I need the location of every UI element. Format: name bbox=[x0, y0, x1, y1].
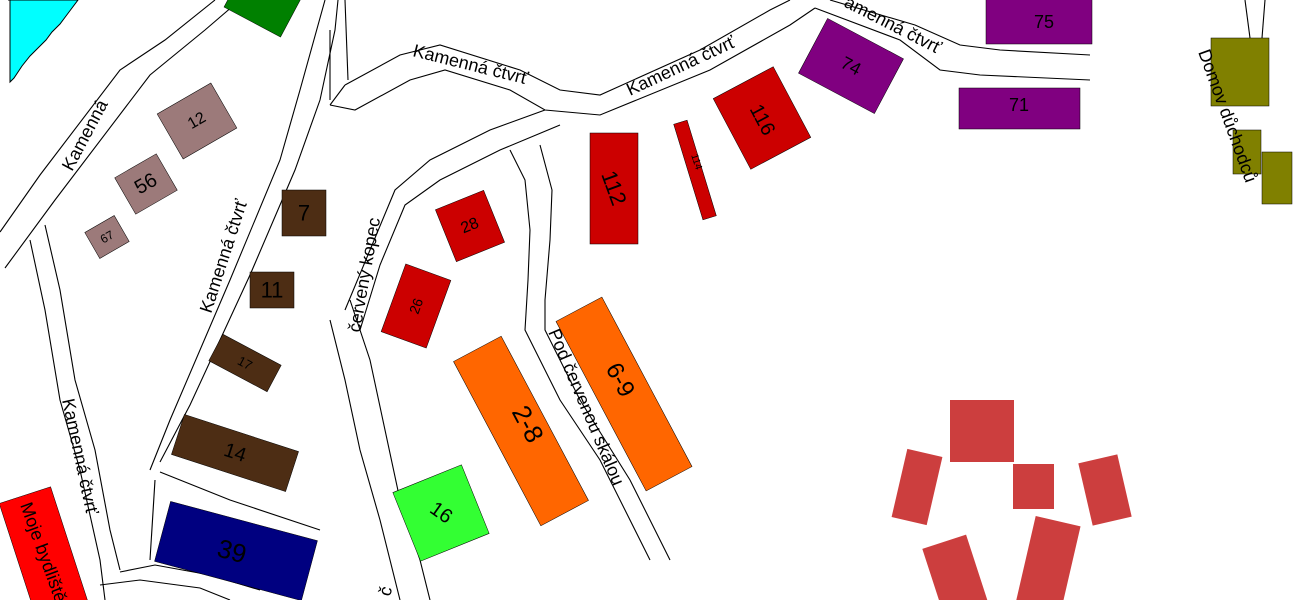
street-label-kamenna-ctvrt-top1: Kamenná čtvrť bbox=[411, 40, 530, 88]
building-28[interactable]: 28 bbox=[435, 189, 505, 263]
building-26[interactable]: 26 bbox=[380, 263, 452, 349]
building-75-label: 75 bbox=[1034, 12, 1054, 32]
building-top-green[interactable] bbox=[223, 0, 305, 38]
building-67-label: 67 bbox=[98, 227, 117, 246]
street-label-kamenna-ctvrt-bottom: Kamenná čtvrť bbox=[58, 397, 102, 517]
building-7[interactable]: 7 bbox=[281, 189, 327, 237]
building-39[interactable]: 39 bbox=[154, 501, 318, 600]
water-area bbox=[8, 0, 79, 84]
building-116[interactable]: 116 bbox=[712, 66, 812, 170]
building-71-label: 71 bbox=[1009, 95, 1029, 115]
building-14[interactable]: 14 bbox=[171, 414, 299, 492]
building-67[interactable]: 67 bbox=[84, 215, 130, 259]
building-6-9[interactable]: 6-9 bbox=[555, 296, 693, 492]
building-114-label: 114 bbox=[688, 153, 704, 172]
building-56[interactable]: 56 bbox=[114, 153, 178, 215]
building-7-label: 7 bbox=[298, 201, 310, 226]
building-16[interactable]: 16 bbox=[392, 464, 490, 562]
building-11-label: 11 bbox=[261, 278, 284, 303]
building-11[interactable]: 11 bbox=[249, 271, 295, 309]
building-12-label: 12 bbox=[185, 109, 209, 133]
building-114[interactable]: 114 bbox=[673, 119, 717, 221]
building-75[interactable]: 75 bbox=[985, 0, 1093, 45]
building-28-label: 28 bbox=[459, 215, 482, 237]
building-17-label: 17 bbox=[235, 353, 255, 373]
building-moje-bydliste[interactable]: Moje bydliště bbox=[0, 486, 92, 600]
building-17[interactable]: 17 bbox=[208, 333, 282, 393]
building-12[interactable]: 12 bbox=[156, 82, 238, 160]
street-label-cerveny-kopec: červený kopec bbox=[344, 216, 384, 334]
building-112[interactable]: 112 bbox=[589, 132, 639, 245]
road-network bbox=[0, 0, 1266, 600]
building-domov-duchodcu[interactable]: Domov důchodců bbox=[1194, 37, 1293, 205]
building-71[interactable]: 71 bbox=[958, 87, 1081, 130]
street-label-bottom-fragment: č bbox=[375, 584, 397, 598]
street-label-kamenna-ctvrt-top2: Kamenná čtvrť bbox=[623, 32, 738, 100]
pavilion-cluster bbox=[891, 400, 1132, 600]
street-label-kamenna-ctvrt-center: Kamenná čtvrť bbox=[196, 197, 252, 315]
building-74[interactable]: 74 bbox=[798, 18, 904, 114]
building-26-label: 26 bbox=[406, 296, 426, 316]
